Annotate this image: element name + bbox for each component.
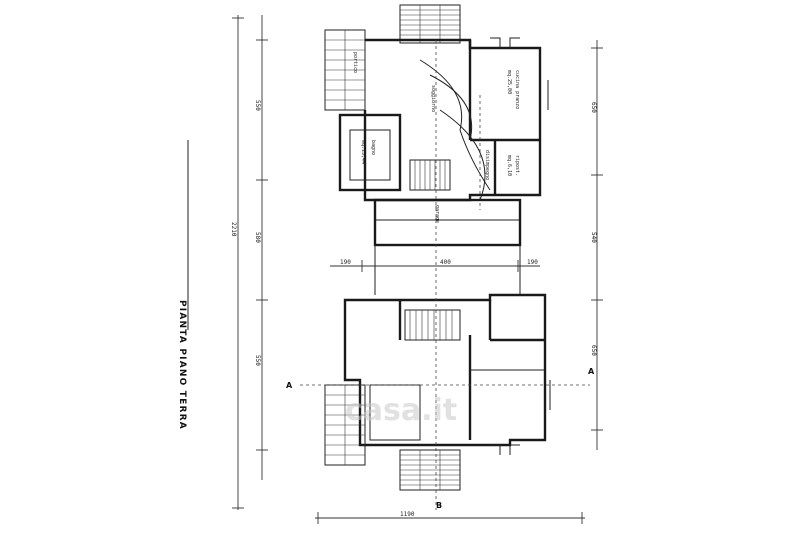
dim-right-mid: 540: [590, 232, 597, 243]
plan-title: PIANTA PIANO TERRA: [177, 300, 187, 430]
room-area-ripost: mq.6,10: [506, 155, 512, 176]
room-area-cucina: mq.25,00: [506, 70, 512, 94]
dim-right-bottom: 650: [590, 345, 597, 356]
section-mark-a-left: A: [286, 381, 293, 390]
room-garage: garage: [434, 205, 440, 223]
left-dimension-chain: 550 580 550 2210: [230, 15, 268, 510]
section-mark-a-right: A: [588, 367, 595, 376]
watermark-logo: casa.it: [345, 393, 457, 428]
room-ripostiglio: ripost.: [514, 155, 520, 176]
room-soggiorno: soggiorno: [430, 85, 436, 112]
lower-stair: [399, 449, 461, 491]
room-bagno: bagno: [370, 140, 376, 155]
dim-center-mid: 400: [440, 259, 451, 266]
garage-area: garage: [373, 198, 522, 295]
bottom-dimension-chain: 1190: [315, 511, 585, 524]
portico-lower: [324, 384, 366, 466]
section-b-line: B: [435, 40, 442, 510]
room-disimpegno: disimpegno: [484, 150, 490, 180]
dim-bottom-total: 1190: [400, 511, 415, 518]
dim-left-top: 550: [254, 100, 261, 111]
room-portico: portico: [352, 52, 358, 73]
section-mark-b-bottom: B: [436, 501, 442, 510]
section-a-line: A A: [286, 367, 595, 390]
dim-right-top: 650: [590, 102, 597, 113]
dim-left-mid: 580: [254, 232, 261, 243]
upper-unit: portico bagno mq.15,44 soggiorno cucina …: [324, 4, 549, 210]
upper-stair: [399, 4, 461, 44]
dim-left-total: 2210: [230, 222, 237, 237]
room-area-bagno: mq.15,44: [360, 140, 366, 164]
right-dimension-chain: 650 540 650: [590, 40, 603, 450]
room-cucina-pranzo: cucina pranzo: [514, 70, 520, 109]
portico-upper: portico: [324, 29, 366, 111]
center-dimension-chain: 190 400 190: [330, 259, 540, 272]
dim-center-right: 190: [527, 259, 538, 266]
dim-center-left: 190: [340, 259, 351, 266]
lower-unit: [324, 293, 551, 491]
dim-left-bottom: 550: [254, 355, 261, 366]
